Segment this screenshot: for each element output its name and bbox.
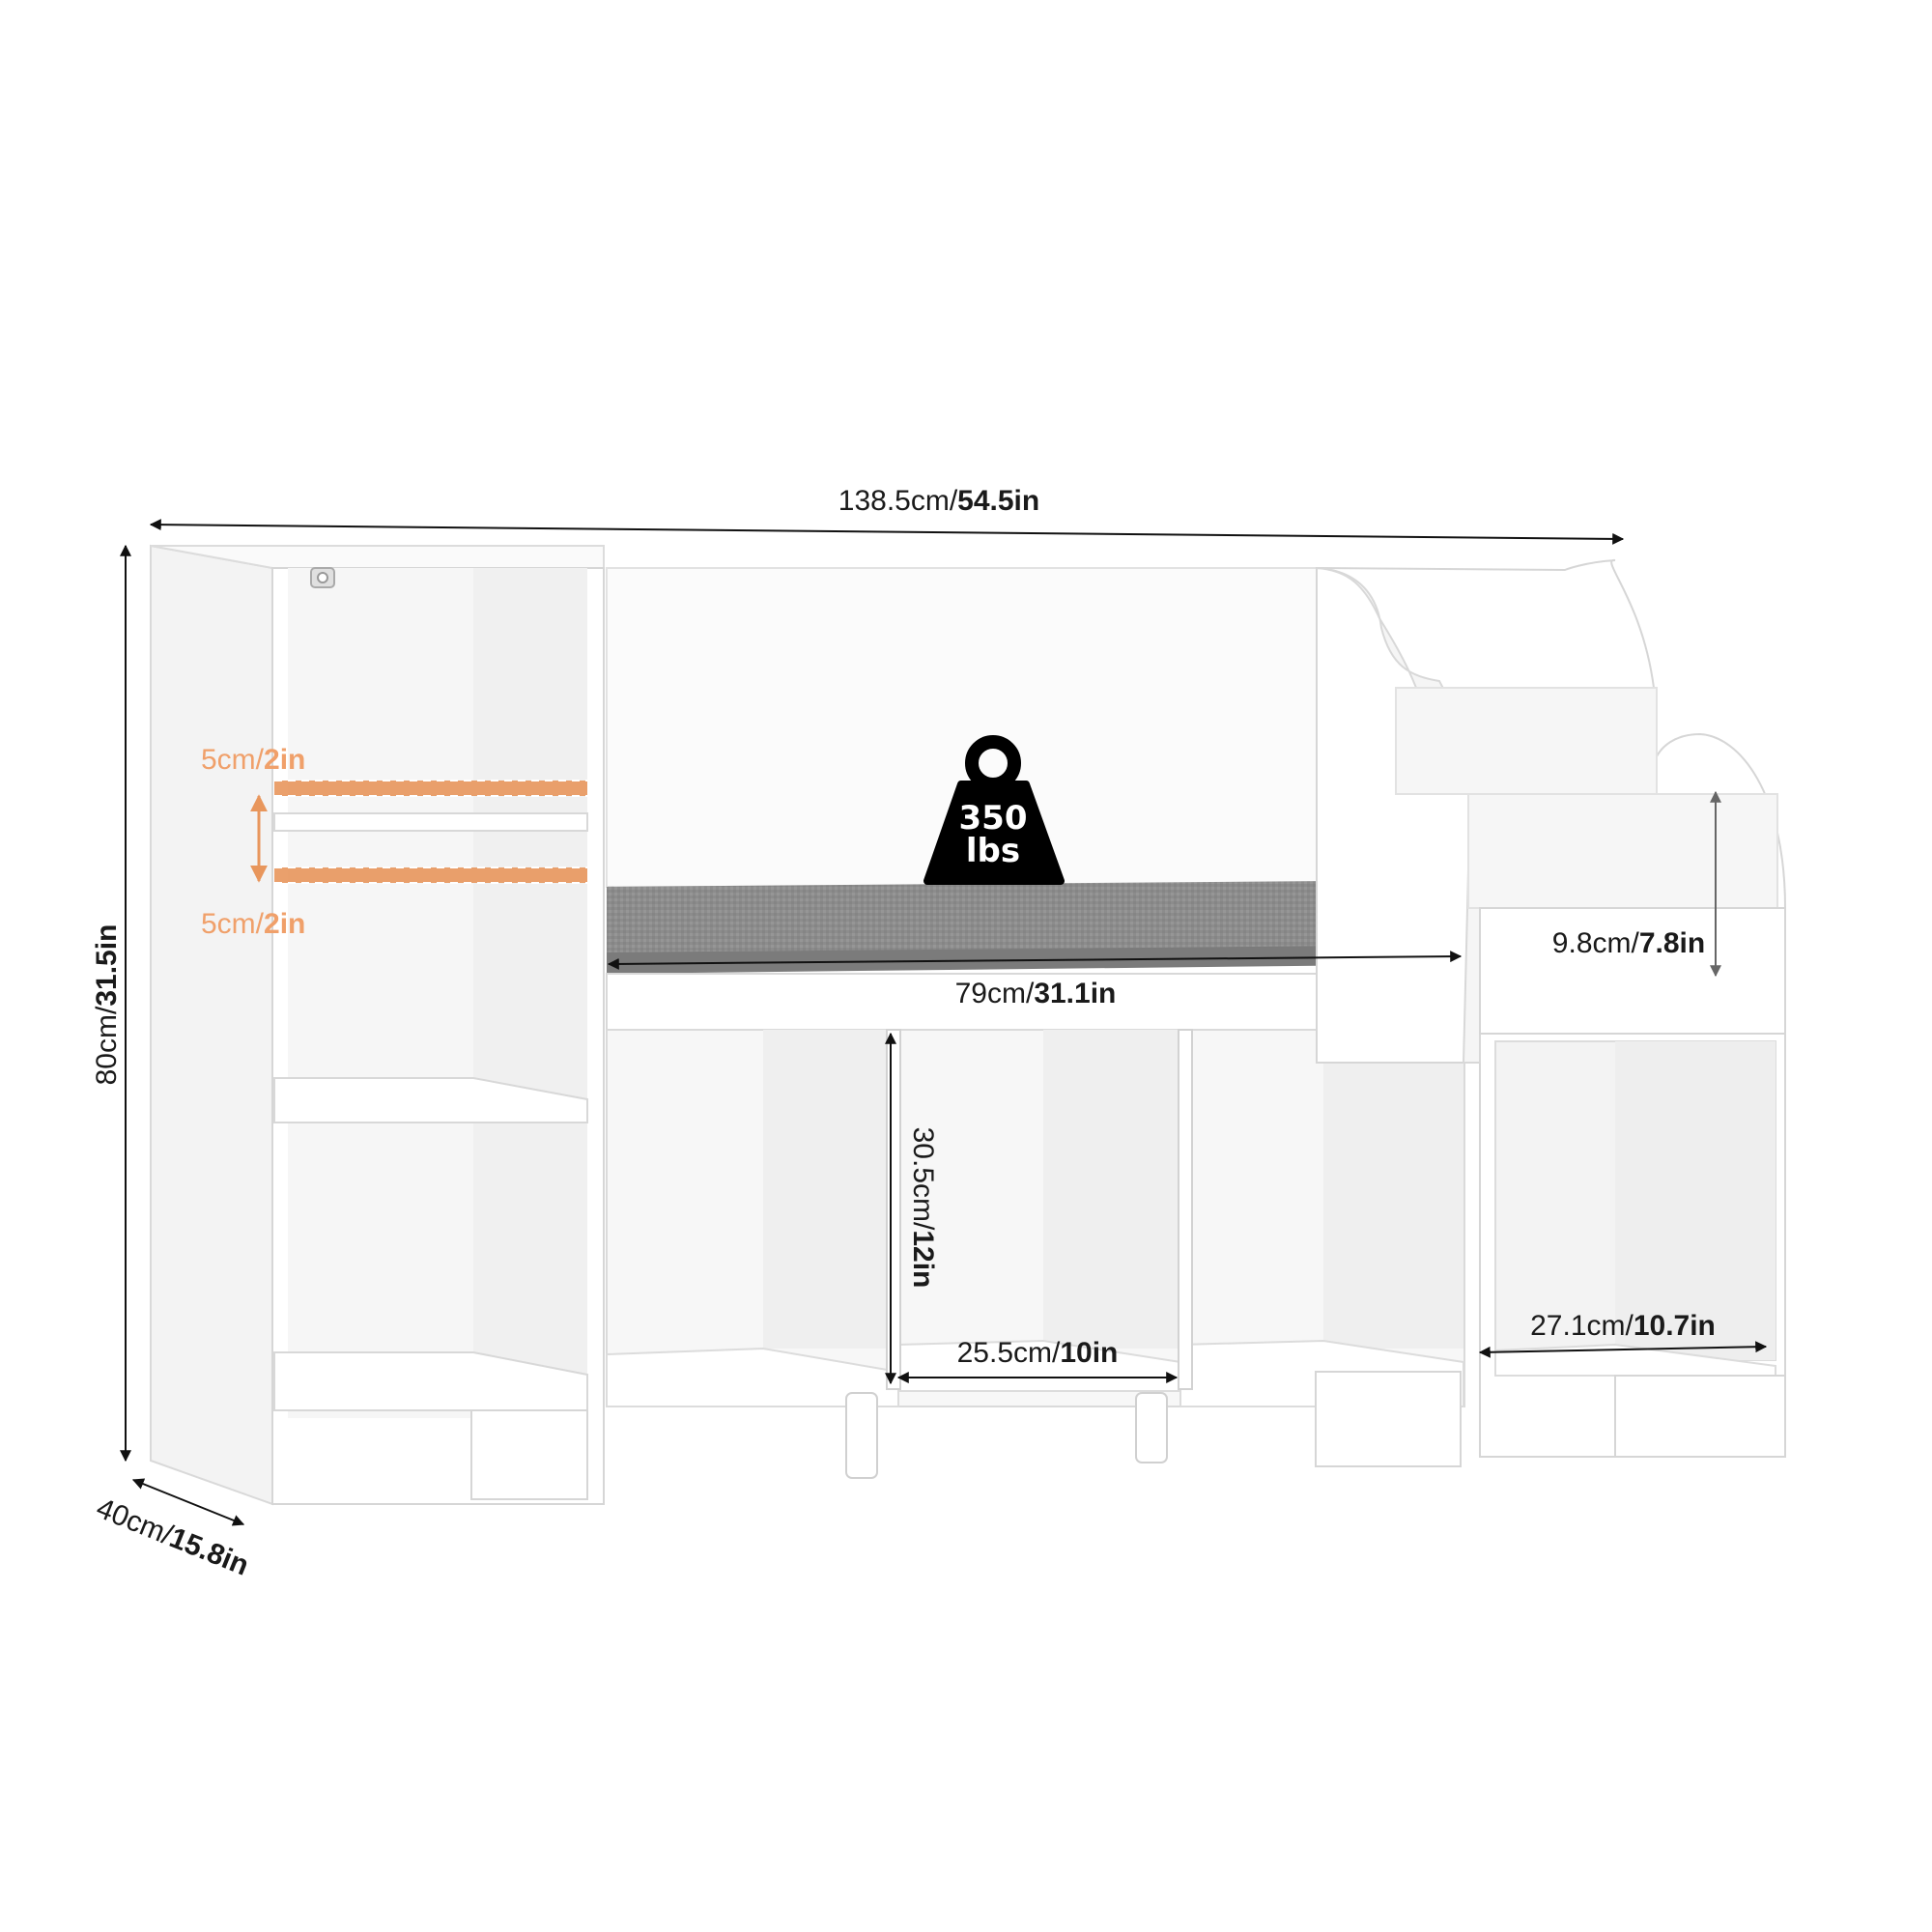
cubby-1-back bbox=[763, 1030, 898, 1349]
adjustable-shelf bbox=[273, 812, 588, 832]
seat-width-label: 79cm/31.1in bbox=[955, 978, 1117, 1009]
bench-right-base bbox=[1315, 1371, 1462, 1467]
seat-cushion bbox=[607, 881, 1463, 964]
width-label: 138.5cm/54.5in bbox=[838, 485, 1039, 517]
book-slot-middle bbox=[1467, 793, 1778, 909]
left-tower-interior-light bbox=[288, 568, 473, 1418]
cubby-2-back bbox=[1043, 1030, 1183, 1349]
right-cubby-width-arrow bbox=[1478, 1341, 1768, 1358]
book-rack-front-board bbox=[1479, 907, 1786, 1035]
cubby-width-label: 25.5cm/10in bbox=[957, 1337, 1119, 1369]
shelf-adjust-top-label: 5cm/2in bbox=[201, 744, 305, 776]
bench-leg-2 bbox=[1135, 1392, 1168, 1463]
cubby-divider-2 bbox=[1178, 1029, 1193, 1390]
book-slot-top bbox=[1395, 687, 1658, 795]
right-book-rack bbox=[1316, 558, 1786, 1458]
fixed-shelf bbox=[273, 1077, 588, 1123]
left-shelf-tower bbox=[150, 544, 605, 1506]
depth-label: 40cm/15.8in bbox=[92, 1492, 253, 1582]
bottom-shelf bbox=[273, 1351, 588, 1411]
cubby-3-back bbox=[1323, 1030, 1463, 1349]
seat-width-arrow bbox=[607, 951, 1463, 970]
right-cubby-width-label: 27.1cm/10.7in bbox=[1530, 1310, 1716, 1342]
weight-value: 350 bbox=[959, 799, 1028, 838]
shelf-adjust-bottom-label: 5cm/2in bbox=[201, 908, 305, 940]
right-base bbox=[1614, 1375, 1786, 1458]
left-tower-base bbox=[470, 1409, 588, 1500]
cubby-divider-1 bbox=[886, 1029, 901, 1390]
cubby-height-label: 30.5cm/12in bbox=[907, 1127, 939, 1289]
dimension-arrows bbox=[120, 519, 1768, 1526]
weight-icon: 350 lbs bbox=[923, 735, 1065, 885]
book-rack-height-label: 9.8cm/7.8in bbox=[1552, 927, 1705, 959]
left-side-panel bbox=[150, 544, 273, 1506]
width-arrow bbox=[149, 519, 1625, 545]
hook-icon bbox=[310, 567, 335, 588]
depth-arrow bbox=[131, 1478, 245, 1526]
weight-unit: lbs bbox=[966, 832, 1020, 870]
height-label: 80cm/31.5in bbox=[91, 924, 123, 1086]
shelf-adjust-top-guide bbox=[274, 781, 587, 796]
bench-leg-1 bbox=[845, 1392, 878, 1479]
shelf-adjust-bottom-guide bbox=[274, 867, 587, 883]
